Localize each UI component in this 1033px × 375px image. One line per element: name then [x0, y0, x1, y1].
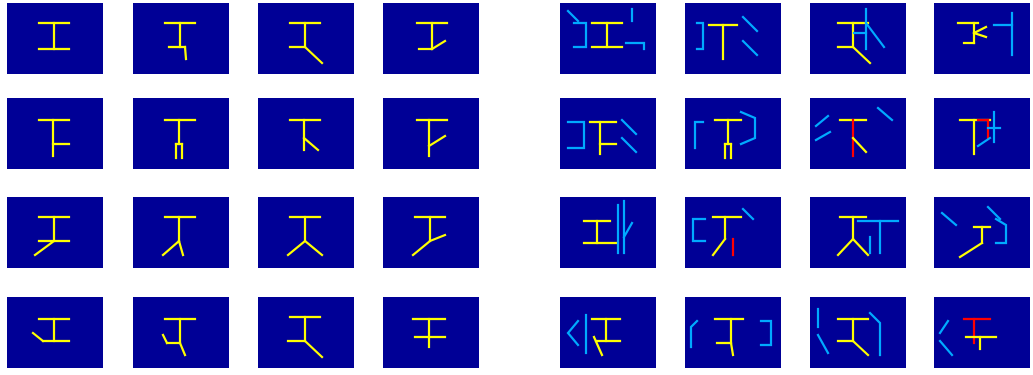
tile-background — [934, 3, 1030, 74]
tile-image — [7, 297, 103, 368]
tile-image — [133, 297, 229, 368]
tile-image — [7, 3, 103, 74]
right-tile-r1-c2 — [685, 3, 781, 74]
tile-background — [810, 98, 906, 169]
tile-image — [133, 3, 229, 74]
tile-image — [383, 297, 479, 368]
right-tile-r4-c3 — [810, 297, 906, 368]
tile-image — [685, 3, 781, 74]
tile-background — [560, 98, 656, 169]
tile-image — [258, 98, 354, 169]
tile-image — [258, 297, 354, 368]
tile-background — [934, 98, 1030, 169]
tile-image — [560, 297, 656, 368]
tile-background — [810, 197, 906, 268]
left-tile-r4-c2 — [133, 297, 229, 368]
tile-image — [934, 98, 1030, 169]
tile-background — [810, 297, 906, 368]
left-tile-r2-c3 — [258, 98, 354, 169]
left-tile-r3-c2 — [133, 197, 229, 268]
tile-background — [934, 297, 1030, 368]
left-tile-r1-c2 — [133, 3, 229, 74]
tile-background — [258, 98, 354, 169]
tile-image — [7, 197, 103, 268]
right-tile-r2-c4 — [934, 98, 1030, 169]
tile-background — [383, 297, 479, 368]
tile-image — [560, 98, 656, 169]
tile-background — [7, 98, 103, 169]
tile-image — [560, 3, 656, 74]
tile-image — [133, 197, 229, 268]
right-tile-r1-c1 — [560, 3, 656, 74]
tile-background — [560, 197, 656, 268]
tile-background — [685, 98, 781, 169]
tile-background — [133, 197, 229, 268]
tile-background — [810, 3, 906, 74]
tile-image — [685, 297, 781, 368]
tile-image — [685, 197, 781, 268]
tile-background — [685, 197, 781, 268]
tile-image — [258, 197, 354, 268]
right-tile-r4-c2 — [685, 297, 781, 368]
left-tile-r2-c1 — [7, 98, 103, 169]
left-tile-r2-c2 — [133, 98, 229, 169]
left-tile-r3-c3 — [258, 197, 354, 268]
tile-image — [560, 197, 656, 268]
left-tile-r4-c4 — [383, 297, 479, 368]
primary-stroke — [185, 47, 186, 59]
left-tile-r3-c1 — [7, 197, 103, 268]
tile-image — [383, 3, 479, 74]
tile-image — [258, 3, 354, 74]
left-tile-r3-c4 — [383, 197, 479, 268]
tile-background — [560, 297, 656, 368]
left-tile-r1-c4 — [383, 3, 479, 74]
tile-image — [810, 197, 906, 268]
tile-background — [685, 297, 781, 368]
tile-background — [685, 3, 781, 74]
right-tile-r1-c3 — [810, 3, 906, 74]
right-tile-r3-c2 — [685, 197, 781, 268]
right-tile-r3-c3 — [810, 197, 906, 268]
tile-image — [383, 197, 479, 268]
tile-image — [810, 98, 906, 169]
tile-image — [934, 197, 1030, 268]
right-tile-r3-c4 — [934, 197, 1030, 268]
tile-image — [934, 297, 1030, 368]
tile-image — [810, 297, 906, 368]
tile-image — [810, 3, 906, 74]
left-tile-r2-c4 — [383, 98, 479, 169]
right-tile-r4-c1 — [560, 297, 656, 368]
right-tile-r2-c2 — [685, 98, 781, 169]
right-tile-r4-c4 — [934, 297, 1030, 368]
left-tile-r1-c1 — [7, 3, 103, 74]
right-tile-r2-c1 — [560, 98, 656, 169]
right-tile-r2-c3 — [810, 98, 906, 169]
tile-background — [383, 98, 479, 169]
right-tile-r3-c1 — [560, 197, 656, 268]
tile-image — [7, 98, 103, 169]
tile-image — [383, 98, 479, 169]
right-tile-r1-c4 — [934, 3, 1030, 74]
left-tile-r4-c1 — [7, 297, 103, 368]
left-tile-r4-c3 — [258, 297, 354, 368]
tile-image — [685, 98, 781, 169]
left-tile-r1-c3 — [258, 3, 354, 74]
tile-image — [133, 98, 229, 169]
tile-image — [934, 3, 1030, 74]
